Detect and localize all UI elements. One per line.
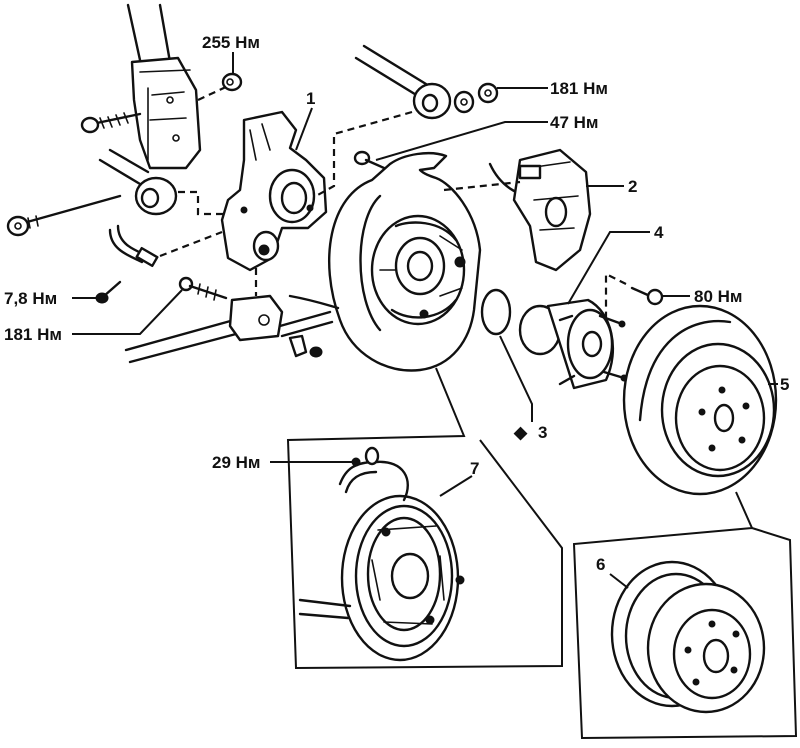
part-callout-7: 7 (470, 459, 479, 478)
part-callout-1: 1 (306, 89, 315, 108)
torque-label-255: 255 Нм (202, 33, 260, 52)
drum-brake-line (338, 446, 409, 502)
nut-255 (221, 72, 243, 92)
torque-label-47: 47 Нм (550, 113, 599, 132)
leader-part-7 (439, 475, 473, 497)
leader-part-4 (567, 231, 650, 305)
part-callout-3-marker: ◆ (513, 423, 528, 442)
bolt-80-dashed-line (604, 272, 627, 318)
part-callout-6: 6 (596, 555, 605, 574)
inset-frame-drum-brake (286, 367, 563, 670)
stabilizer-bar (124, 294, 334, 364)
hub-bearing (518, 298, 628, 390)
drum-brake-assembly (298, 494, 465, 662)
leader-part-6 (609, 573, 629, 589)
trailing-arm (98, 148, 178, 216)
part-callout-4: 4 (654, 223, 664, 242)
brake-drum (610, 560, 766, 714)
o-ring (480, 288, 512, 336)
brake-disc (622, 304, 778, 496)
strut-dashed-line (197, 85, 229, 101)
stabilizer-link-bolt (178, 276, 228, 301)
torque-label-181-top: 181 Нм (550, 79, 608, 98)
part-callout-5: 5 (780, 375, 789, 394)
strut-bolt (80, 112, 142, 134)
bolt-7-8 (95, 280, 122, 304)
leader-47 (375, 121, 548, 161)
steering-knuckle (220, 110, 328, 272)
small-bolt (288, 334, 323, 358)
torque-label-181-left: 181 Нм (4, 325, 62, 344)
bolt-29 (351, 457, 361, 467)
shock-absorber-strut (126, 3, 202, 170)
torque-label-80: 80 Нм (694, 287, 743, 306)
bolt-80 (630, 286, 664, 306)
inset-frame-drum (572, 491, 798, 740)
long-bolt (6, 194, 122, 237)
lower-arm-dashed-line (178, 190, 226, 216)
torque-label-7-8: 7,8 Нм (4, 289, 57, 308)
torque-label-29: 29 Нм (212, 453, 261, 472)
sensor-dashed-line (159, 230, 223, 258)
upper-control-arm (354, 44, 499, 120)
part-callout-2: 2 (628, 177, 637, 196)
upper-arm-dashed-line (315, 110, 413, 197)
leader-part-1 (295, 107, 313, 151)
parking-cable (288, 294, 340, 310)
leader-part-3 (499, 335, 533, 422)
brake-caliper (512, 148, 592, 272)
bolt-47 (353, 150, 386, 170)
leader-181-left (72, 289, 183, 335)
caliper-dashed-line (443, 180, 521, 192)
part-callout-3: 3 (538, 423, 547, 442)
abs-sensor-wire (108, 224, 159, 268)
brake-backing-plate (328, 152, 482, 372)
